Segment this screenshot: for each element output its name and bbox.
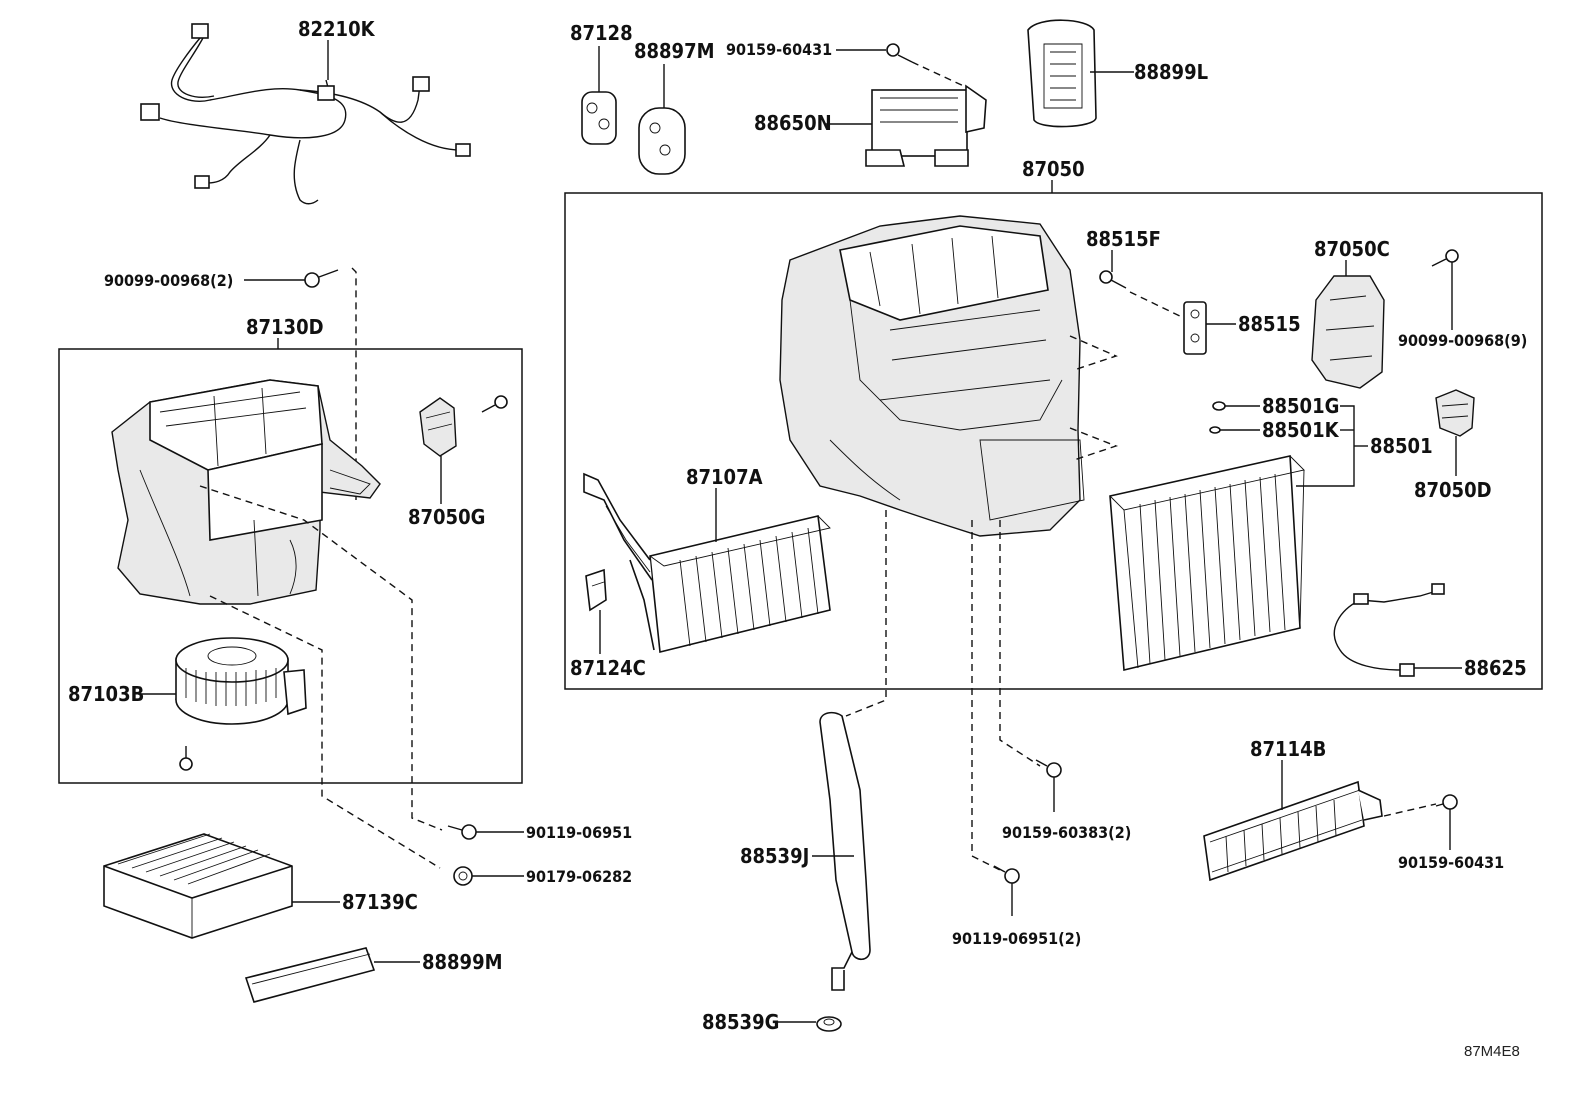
bolt-90119-06951-2[interactable] bbox=[993, 865, 1020, 884]
grommet-88539G[interactable] bbox=[816, 1016, 842, 1032]
sensor-88625[interactable] bbox=[1333, 583, 1445, 677]
assembly-box-87130D bbox=[58, 348, 523, 784]
label-88515F: 88515F bbox=[1086, 227, 1161, 251]
label-90179-06282: 90179-06282 bbox=[526, 867, 632, 886]
label-90159-60431-right: 90159-60431 bbox=[1398, 853, 1504, 872]
drain-hose-88539J[interactable] bbox=[819, 711, 871, 991]
bolt-88515F[interactable] bbox=[1099, 270, 1127, 289]
hvac-case-87050[interactable] bbox=[779, 215, 1085, 537]
label-87139C: 87139C bbox=[342, 890, 418, 914]
label-88650N: 88650N bbox=[754, 111, 832, 135]
label-90159-60383-2: 90159-60383(2) bbox=[1002, 823, 1131, 842]
screw-87103B[interactable] bbox=[179, 746, 193, 771]
seal-88897M[interactable] bbox=[638, 107, 686, 175]
screw-87050G[interactable] bbox=[481, 395, 508, 413]
filter-88899L[interactable] bbox=[1027, 19, 1097, 128]
bolt-90119-06951[interactable] bbox=[447, 824, 477, 840]
label-90099-00968-9: 90099-00968(9) bbox=[1398, 331, 1527, 350]
label-88625: 88625 bbox=[1464, 656, 1527, 680]
screw-90159-60431-right[interactable] bbox=[1435, 794, 1458, 810]
label-87103B: 87103B bbox=[68, 682, 144, 706]
heater-87114B[interactable] bbox=[1203, 780, 1383, 882]
o-ring-88501G[interactable] bbox=[1212, 401, 1226, 411]
filter-frame-88899M[interactable] bbox=[244, 947, 376, 1003]
label-88515: 88515 bbox=[1238, 312, 1301, 336]
o-ring-88501K[interactable] bbox=[1209, 426, 1221, 434]
label-88539J: 88539J bbox=[740, 844, 809, 868]
blower-case-87130D[interactable] bbox=[111, 379, 381, 605]
label-88539G: 88539G bbox=[702, 1010, 779, 1034]
bolt-90099-00968-2[interactable] bbox=[304, 269, 339, 288]
assembly-box-87050 bbox=[564, 192, 1543, 690]
label-90099-00968-2: 90099-00968(2) bbox=[104, 271, 233, 290]
heater-core-87107A[interactable] bbox=[583, 472, 831, 653]
reference-code: 87M4E8 bbox=[1464, 1043, 1520, 1060]
label-88501K: 88501K bbox=[1262, 418, 1340, 442]
label-87130D: 87130D bbox=[246, 315, 324, 339]
label-87114B: 87114B bbox=[1250, 737, 1326, 761]
label-87128: 87128 bbox=[570, 21, 633, 45]
cabin-filter-87139C[interactable] bbox=[103, 833, 293, 939]
label-88501G: 88501G bbox=[1262, 394, 1339, 418]
label-88899L: 88899L bbox=[1134, 60, 1208, 84]
ecu-88650N[interactable] bbox=[865, 84, 987, 167]
label-87050D: 87050D bbox=[1414, 478, 1492, 502]
screw-90159-60383-2[interactable] bbox=[1035, 759, 1062, 778]
label-90159-60431-top: 90159-60431 bbox=[726, 40, 832, 59]
label-88897M: 88897M bbox=[634, 39, 715, 63]
label-82210K: 82210K bbox=[298, 17, 376, 41]
expansion-valve-88515[interactable] bbox=[1183, 301, 1207, 355]
clamp-87124C[interactable] bbox=[585, 568, 607, 612]
label-87107A: 87107A bbox=[686, 465, 763, 489]
blower-motor-87103B[interactable] bbox=[175, 637, 307, 725]
label-90119-06951: 90119-06951 bbox=[526, 823, 632, 842]
actuator-87050G[interactable] bbox=[419, 397, 457, 457]
actuator-87050C[interactable] bbox=[1311, 275, 1385, 389]
grommet-87128[interactable] bbox=[581, 91, 617, 145]
evaporator-88501[interactable] bbox=[1109, 455, 1305, 671]
label-87050C: 87050C bbox=[1314, 237, 1390, 261]
actuator-87050D[interactable] bbox=[1435, 389, 1475, 437]
label-90119-06951-2: 90119-06951(2) bbox=[952, 929, 1081, 948]
wire-harness-82210K[interactable] bbox=[140, 23, 471, 205]
bolt-90099-00968-9[interactable] bbox=[1431, 249, 1459, 267]
label-87124C: 87124C bbox=[570, 656, 646, 680]
label-87050: 87050 bbox=[1022, 157, 1085, 181]
label-88899M: 88899M bbox=[422, 950, 503, 974]
screw-90159-60431-top[interactable] bbox=[886, 43, 913, 63]
label-88501: 88501 bbox=[1370, 434, 1433, 458]
label-87050G: 87050G bbox=[408, 505, 485, 529]
nut-90179-06282[interactable] bbox=[453, 866, 473, 886]
